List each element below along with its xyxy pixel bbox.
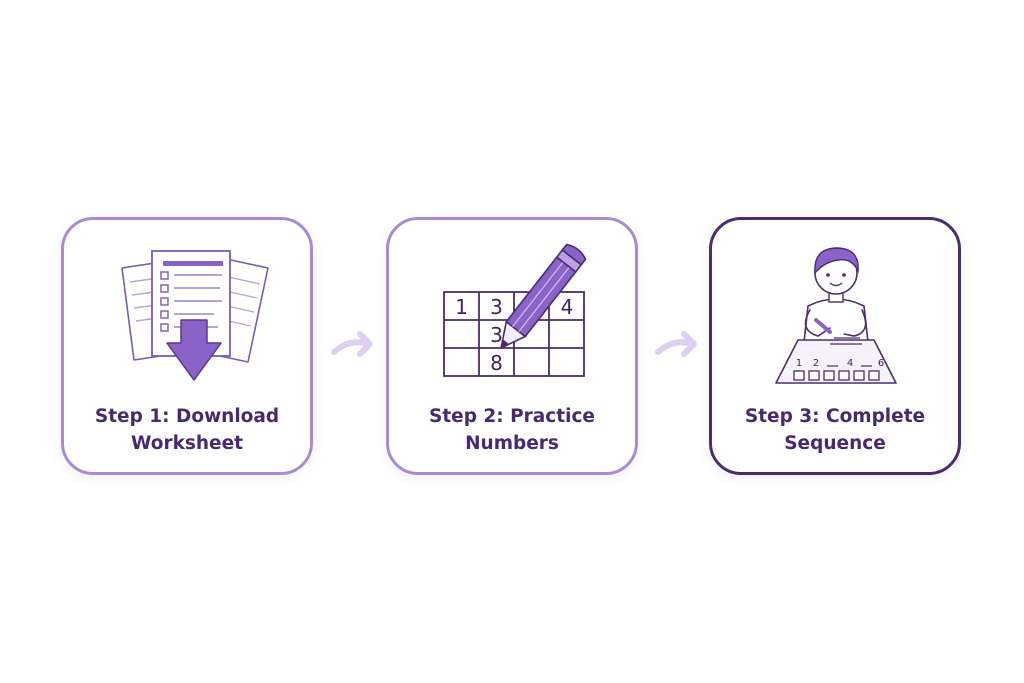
arrow-icon-1 xyxy=(331,331,373,357)
sequence-digit: 1 xyxy=(796,358,802,369)
sequence-digit: 2 xyxy=(813,358,819,369)
step-card-3: 1 2 4 6 Step 3: Complete Sequence xyxy=(709,217,961,475)
grid-digit: 4 xyxy=(561,295,574,319)
sequence-digit: 4 xyxy=(847,358,853,369)
pencil-icon xyxy=(500,243,587,349)
grid-digit: 8 xyxy=(490,351,503,375)
step-card-1: Step 1: Download Worksheet xyxy=(61,217,313,475)
number-grid-pencil-icon: 1 3 3 8 4 xyxy=(443,243,587,377)
grid-digit: 3 xyxy=(490,295,503,319)
step-card-2: 1 3 3 8 4 Step 2: Practice Numbers xyxy=(386,217,638,475)
step-1-title: Step 1: Download xyxy=(94,406,280,427)
step-2-subtitle: Numbers xyxy=(465,433,559,454)
step-1-label: Step 1: Download Worksheet xyxy=(64,403,310,457)
download-worksheet-icon xyxy=(121,250,269,381)
sequence-digit: 6 xyxy=(878,358,884,369)
grid-digit: 3 xyxy=(490,323,503,347)
step-2-label: Step 2: Practice Numbers xyxy=(389,403,635,457)
step-1-subtitle: Worksheet xyxy=(130,433,243,454)
child-writing-icon: 1 2 4 6 xyxy=(775,247,897,384)
arrow-icon-2 xyxy=(655,331,697,357)
grid-digit: 1 xyxy=(455,295,468,319)
step-3-label: Step 3: Complete Sequence xyxy=(712,403,958,457)
step-3-subtitle: Sequence xyxy=(784,433,886,454)
step-3-title: Step 3: Complete xyxy=(744,406,926,427)
step-2-title: Step 2: Practice xyxy=(429,406,595,427)
